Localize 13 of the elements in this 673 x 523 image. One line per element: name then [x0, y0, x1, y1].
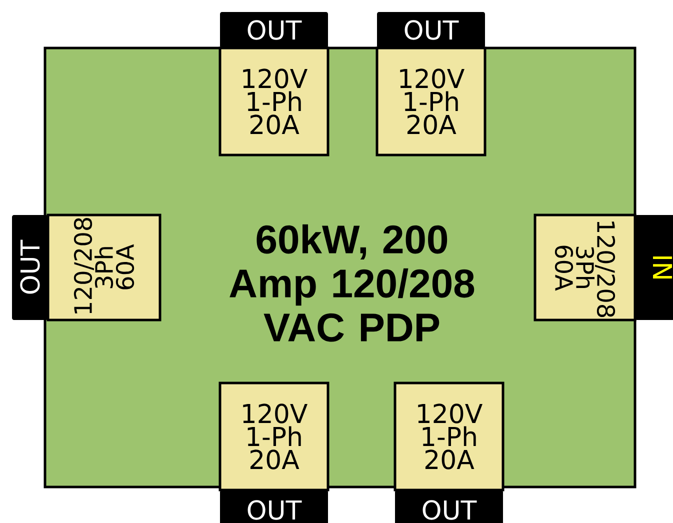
output-tab: OUT: [220, 12, 328, 48]
receptacle-box: 120V 1-Ph 20A: [394, 382, 504, 492]
receptacle-box: 120V 1-Ph 20A: [218, 46, 330, 156]
output-tab: IN: [635, 215, 673, 320]
output-tab: OUT: [12, 215, 48, 320]
panel-title: 60kW, 200 Amp 120/208 VAC PDP: [230, 224, 474, 342]
output-tab: OUT: [395, 490, 503, 523]
receptacle-box: 120V 1-Ph 20A: [218, 382, 330, 492]
receptacle-box: 120/208 3Ph 60A: [534, 214, 636, 322]
output-tab: OUT: [220, 490, 328, 523]
receptacle-box: 120/208 3Ph 60A: [46, 214, 162, 322]
output-tab: OUT: [377, 12, 485, 48]
receptacle-box: 120V 1-Ph 20A: [376, 46, 486, 156]
